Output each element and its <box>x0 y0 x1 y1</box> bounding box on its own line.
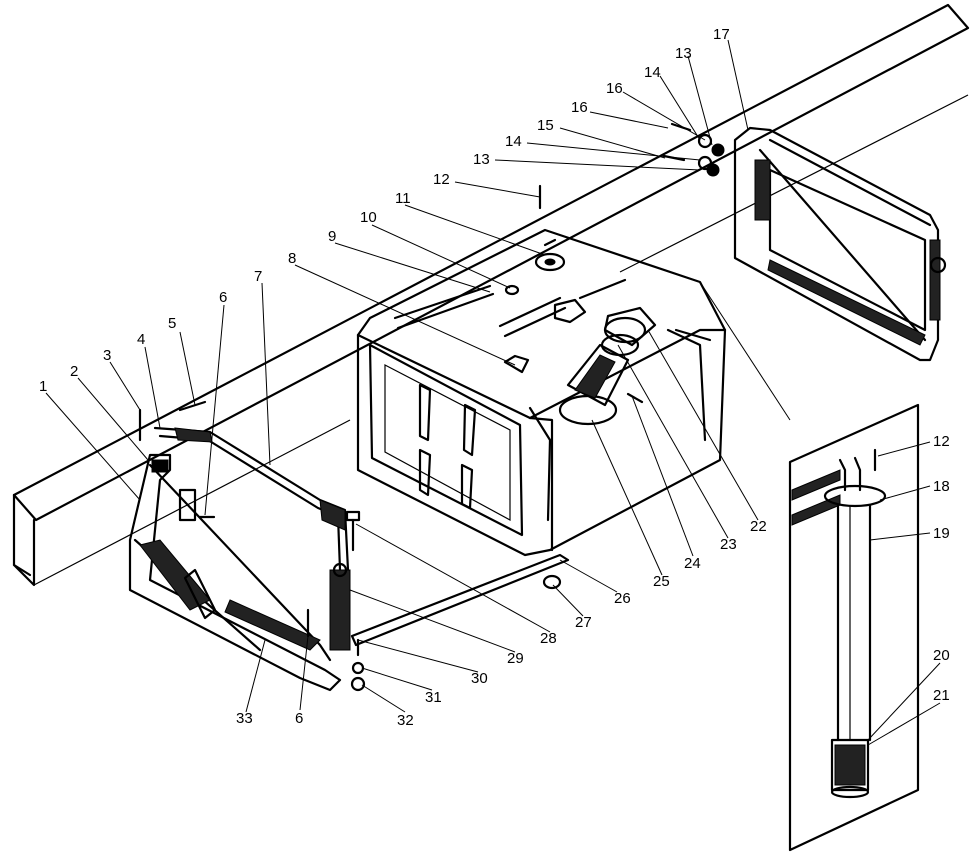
left-tank-strap <box>153 426 351 651</box>
callout-14-upper: 14 <box>644 64 661 81</box>
callout-21: 21 <box>933 687 950 704</box>
callout-12-inset: 12 <box>933 433 950 450</box>
fuel-tank <box>356 228 727 557</box>
callout-17: 17 <box>713 26 730 43</box>
callout-29: 29 <box>507 650 524 667</box>
callout-24: 24 <box>684 555 701 572</box>
callout-10: 10 <box>360 209 377 226</box>
callout-14: 14 <box>505 133 522 150</box>
right-tank-bracket <box>733 126 947 362</box>
callout-28: 28 <box>540 630 557 647</box>
callout-30: 30 <box>471 670 488 687</box>
callout-16-lower: 16 <box>571 99 588 116</box>
callout-labels: 1 2 3 4 5 6 7 8 9 10 11 12 13 14 15 16 1… <box>39 26 950 729</box>
callout-9: 9 <box>328 228 336 245</box>
callout-33: 33 <box>236 710 253 727</box>
callout-22: 22 <box>750 518 767 535</box>
callout-23: 23 <box>720 536 737 553</box>
callout-20: 20 <box>933 647 950 664</box>
callout-32: 32 <box>397 712 414 729</box>
callout-18: 18 <box>933 478 950 495</box>
callout-3: 3 <box>103 347 111 364</box>
leader-lines <box>45 39 941 746</box>
bottom-strap <box>350 553 570 647</box>
filler-neck <box>503 252 657 426</box>
callout-31: 31 <box>425 689 442 706</box>
fuel-level-sender-inset <box>788 403 920 852</box>
callout-7: 7 <box>254 268 262 285</box>
callout-4: 4 <box>137 331 145 348</box>
callout-26: 26 <box>614 590 631 607</box>
callout-13: 13 <box>473 151 490 168</box>
callout-13-upper: 13 <box>675 45 692 62</box>
left-tank-bracket <box>128 453 342 692</box>
callout-27: 27 <box>575 614 592 631</box>
callout-11: 11 <box>395 190 411 207</box>
callout-2: 2 <box>70 363 78 380</box>
callout-6-lower: 6 <box>295 710 303 727</box>
callout-16-upper: 16 <box>606 80 623 97</box>
callout-5: 5 <box>168 315 176 332</box>
callout-8: 8 <box>288 250 296 267</box>
callout-1: 1 <box>39 378 47 395</box>
callout-25: 25 <box>653 573 670 590</box>
callout-19: 19 <box>933 525 950 542</box>
callout-15: 15 <box>537 117 554 134</box>
callout-12: 12 <box>433 171 450 188</box>
callout-6: 6 <box>219 289 227 306</box>
